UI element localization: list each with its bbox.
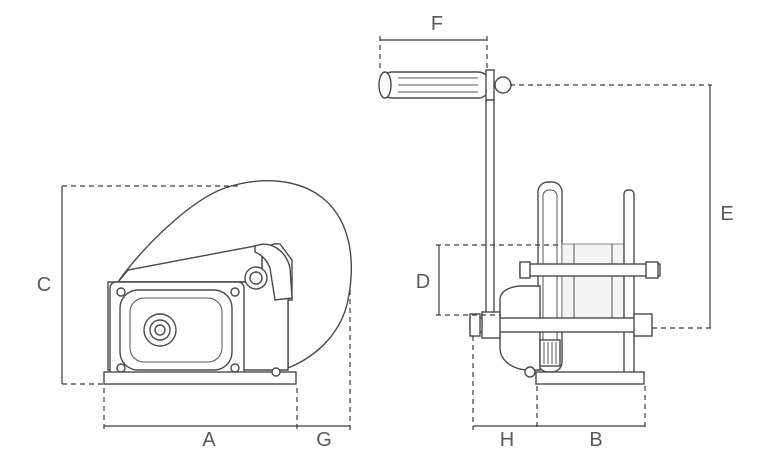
pawl-lever [254,243,293,301]
gearbox-cover-inner [129,297,223,363]
drum-axle [519,263,661,277]
dimension-label-f: F [431,13,443,35]
handle-end-cap [378,71,392,99]
shaft-center [154,324,166,336]
crank-arm [485,99,495,327]
dimension-f: F [379,13,488,72]
dimension-label-b: B [589,429,602,451]
handle-nut [494,76,512,94]
dimension-label-d: D [416,271,430,293]
drum [561,243,625,325]
handle-hub [485,69,495,101]
dimension-a: A [103,388,298,451]
shaft-nut-left [469,313,481,337]
dimension-c: C [37,185,240,385]
pawl-pivot-inner [249,271,263,285]
dimension-label-g: G [316,429,332,451]
dimension-label-e: E [720,203,733,225]
dimension-label-a: A [202,429,216,451]
dimension-e: E [510,84,734,329]
corner-bolt-top-right [230,287,240,297]
dimension-h: H [472,336,538,451]
foot-bolt [271,367,281,377]
frame-plate-right [623,189,635,376]
base-bolt [524,366,536,378]
corner-bolt-top-left [116,287,126,297]
dimension-label-h: H [500,429,514,451]
base-plate [535,371,645,385]
shaft-nut-right [633,313,653,337]
dimension-label-c: C [37,274,51,296]
axle-nut-left [519,261,531,279]
dimension-d: D [416,244,560,316]
corner-bolt-bottom-left [116,363,126,373]
corner-bolt-bottom-right [230,363,240,373]
mounting-foot [103,371,297,385]
winch-front-view [378,69,661,385]
axle-nut-right [645,261,659,279]
shaft-collar-left [481,311,501,339]
winch-side-view [103,180,353,385]
gear-teeth [539,339,561,367]
dimension-g: G [297,290,351,451]
dimension-b: B [537,386,646,451]
